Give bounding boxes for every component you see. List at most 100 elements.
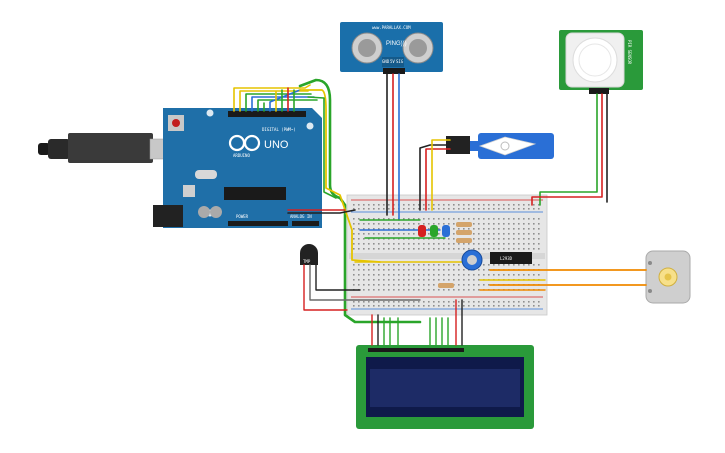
breadboard-hole <box>363 233 365 235</box>
breadboard-hole <box>403 208 405 210</box>
breadboard-hole <box>373 289 375 291</box>
breadboard-hole <box>448 269 450 271</box>
breadboard-hole <box>413 289 415 291</box>
breadboard-hole <box>508 274 510 276</box>
ultrasonic-sensor: www.PARALLAX.COM PING))) GND 5V SIG <box>340 22 443 74</box>
breadboard-hole <box>488 284 490 286</box>
temperature-sensor: TMP <box>300 244 318 265</box>
breadboard-hole <box>513 264 515 266</box>
leds <box>418 225 450 237</box>
breadboard-hole <box>388 301 390 303</box>
breadboard-hole <box>393 238 395 240</box>
breadboard-hole <box>483 269 485 271</box>
breadboard-hole <box>473 279 475 281</box>
breadboard-hole <box>423 243 425 245</box>
breadboard-hole <box>508 233 510 235</box>
breadboard-hole <box>353 279 355 281</box>
breadboard-hole <box>538 208 540 210</box>
breadboard-hole <box>493 301 495 303</box>
breadboard-hole <box>383 238 385 240</box>
breadboard-hole <box>418 269 420 271</box>
breadboard-hole <box>528 305 530 307</box>
breadboard-hole <box>453 269 455 271</box>
breadboard-hole <box>443 274 445 276</box>
breadboard-hole <box>518 233 520 235</box>
breadboard-hole <box>373 248 375 250</box>
breadboard-hole <box>398 228 400 230</box>
breadboard-hole <box>518 204 520 206</box>
breadboard-hole <box>383 218 385 220</box>
breadboard-hole <box>448 279 450 281</box>
breadboard-hole <box>378 208 380 210</box>
breadboard-hole <box>398 243 400 245</box>
breadboard-hole <box>503 248 505 250</box>
breadboard-hole <box>358 223 360 225</box>
breadboard-hole <box>403 223 405 225</box>
breadboard-hole <box>378 279 380 281</box>
breadboard-hole <box>398 223 400 225</box>
breadboard-hole <box>488 301 490 303</box>
digital-header-label: DIGITAL (PWM~) <box>262 127 296 132</box>
breadboard-hole <box>463 269 465 271</box>
breadboard-hole <box>383 279 385 281</box>
breadboard-hole <box>538 233 540 235</box>
breadboard-hole <box>508 228 510 230</box>
breadboard-hole <box>418 218 420 220</box>
breadboard-hole <box>498 264 500 266</box>
breadboard-hole <box>453 248 455 250</box>
breadboard-hole <box>423 238 425 240</box>
breadboard-hole <box>368 264 370 266</box>
breadboard-hole <box>483 248 485 250</box>
breadboard-hole <box>538 223 540 225</box>
breadboard-hole <box>488 208 490 210</box>
breadboard-hole <box>458 274 460 276</box>
breadboard-hole <box>438 228 440 230</box>
breadboard-hole <box>408 289 410 291</box>
arduino-logo: ARDUINO <box>228 134 261 158</box>
breadboard-hole <box>413 274 415 276</box>
breadboard-hole <box>448 204 450 206</box>
breadboard-hole <box>398 274 400 276</box>
breadboard-hole <box>483 204 485 206</box>
breadboard-hole <box>443 204 445 206</box>
breadboard-hole <box>358 248 360 250</box>
breadboard-hole <box>358 305 360 307</box>
breadboard-hole <box>388 264 390 266</box>
breadboard-hole <box>498 274 500 276</box>
breadboard-hole <box>428 233 430 235</box>
breadboard-hole <box>363 289 365 291</box>
breadboard-hole <box>423 284 425 286</box>
power-header-label: POWER <box>236 214 249 219</box>
breadboard-hole <box>513 204 515 206</box>
breadboard-hole <box>403 238 405 240</box>
breadboard-hole <box>443 208 445 210</box>
breadboard-hole <box>398 289 400 291</box>
breadboard-hole <box>453 243 455 245</box>
breadboard-hole <box>488 274 490 276</box>
breadboard-hole <box>518 243 520 245</box>
breadboard-hole <box>428 248 430 250</box>
breadboard-hole <box>388 233 390 235</box>
breadboard-hole <box>408 248 410 250</box>
breadboard-hole <box>408 269 410 271</box>
breadboard-hole <box>378 274 380 276</box>
breadboard-hole <box>478 279 480 281</box>
breadboard-hole <box>428 284 430 286</box>
breadboard-hole <box>368 208 370 210</box>
breadboard-hole <box>393 223 395 225</box>
breadboard-hole <box>453 208 455 210</box>
breadboard-hole <box>408 208 410 210</box>
breadboard-hole <box>443 279 445 281</box>
breadboard-hole <box>498 243 500 245</box>
breadboard-hole <box>358 279 360 281</box>
breadboard-hole <box>458 218 460 220</box>
breadboard-hole <box>538 248 540 250</box>
breadboard-hole <box>508 301 510 303</box>
breadboard-hole <box>483 238 485 240</box>
breadboard-hole <box>398 301 400 303</box>
breadboard-hole <box>493 208 495 210</box>
breadboard-hole <box>388 248 390 250</box>
breadboard-hole <box>463 228 465 230</box>
breadboard-hole <box>453 204 455 206</box>
breadboard-hole <box>383 248 385 250</box>
